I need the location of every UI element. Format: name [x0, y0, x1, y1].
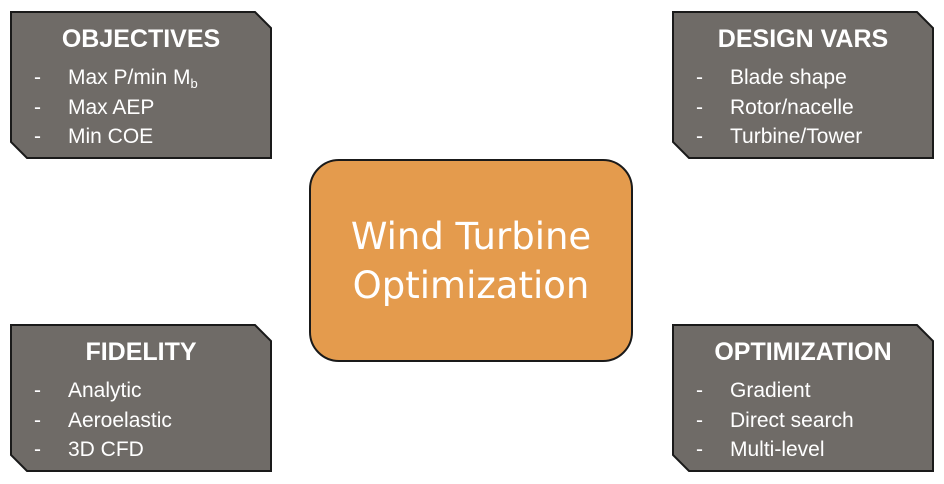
list-item: - Aeroelastic	[34, 406, 172, 436]
list-item: - Rotor/nacelle	[696, 93, 862, 123]
list-item-text: Min COE	[68, 125, 154, 148]
list-bullet: -	[696, 438, 703, 461]
list-item: - Multi-level	[696, 435, 854, 465]
list-item-text: Analytic	[68, 379, 142, 402]
list-bullet: -	[696, 95, 703, 119]
list-bullet: -	[696, 66, 703, 89]
list-bullet: -	[696, 408, 703, 432]
objectives-list: - Max P/min Mb - Max AEP - Min COE	[34, 63, 198, 152]
list-bullet: -	[34, 438, 41, 461]
center-title-line-2: Optimization	[352, 263, 590, 307]
list-bullet: -	[34, 379, 41, 402]
list-bullet: -	[34, 408, 41, 432]
list-item-text: Turbine/Tower	[730, 125, 863, 148]
optimization-list: - Gradient - Direct search - Multi-level	[696, 376, 854, 465]
design-vars-title: DESIGN VARS	[717, 25, 889, 53]
list-item-text: Aeroelastic	[68, 408, 172, 432]
list-item: - Turbine/Tower	[696, 122, 862, 152]
list-item: - Gradient	[696, 376, 854, 406]
list-item: - Analytic	[34, 376, 172, 406]
list-item: - Min COE	[34, 122, 198, 152]
fidelity-box: FIDELITY - Analytic - Aeroelastic - 3D CFD	[10, 324, 272, 472]
objectives-box: OBJECTIVES - Max P/min Mb - Max AEP - Min C…	[10, 11, 272, 159]
center-title-line-1: Wind Turbine	[350, 214, 592, 258]
list-item-text: Gradient	[730, 379, 811, 402]
list-bullet: -	[34, 95, 41, 119]
fidelity-title: FIDELITY	[85, 338, 197, 366]
design-vars-list: - Blade shape - Rotor/nacelle - Turbine/Tow…	[696, 63, 862, 152]
optimization-title: OPTIMIZATION	[714, 338, 892, 366]
optimization-box-shape	[672, 324, 934, 472]
list-bullet: -	[696, 379, 703, 402]
design-vars-box-shape	[672, 11, 934, 159]
list-bullet: -	[696, 125, 703, 148]
list-item: - Max AEP	[34, 93, 198, 123]
list-item-text: Blade shape	[730, 66, 847, 89]
objectives-box-shape	[10, 11, 272, 159]
fidelity-list: - Analytic - Aeroelastic - 3D CFD	[34, 376, 172, 465]
list-item: - 3D CFD	[34, 435, 172, 465]
list-bullet: -	[34, 125, 41, 148]
optimization-box: OPTIMIZATION - Gradient - Direct search - M…	[672, 324, 934, 472]
list-item-text: Rotor/nacelle	[730, 95, 854, 119]
list-item: - Max P/min Mb	[34, 63, 198, 93]
fidelity-box-shape	[10, 324, 272, 472]
list-item-text: Direct search	[730, 408, 854, 432]
list-item: - Blade shape	[696, 63, 862, 93]
list-item-subscript: b	[190, 76, 198, 91]
list-item-text: Max P/min M	[68, 66, 191, 89]
list-item-text: Max AEP	[68, 95, 155, 119]
list-bullet: -	[34, 66, 41, 89]
list-item: - Direct search	[696, 406, 854, 436]
design-vars-box: DESIGN VARS - Blade shape - Rotor/nacelle …	[672, 11, 934, 159]
list-item-text: Multi-level	[730, 438, 825, 461]
list-item-text: 3D CFD	[68, 438, 144, 461]
wind-turbine-optimization-box: Wind Turbine Optimization	[309, 159, 633, 362]
objectives-title: OBJECTIVES	[61, 25, 221, 53]
